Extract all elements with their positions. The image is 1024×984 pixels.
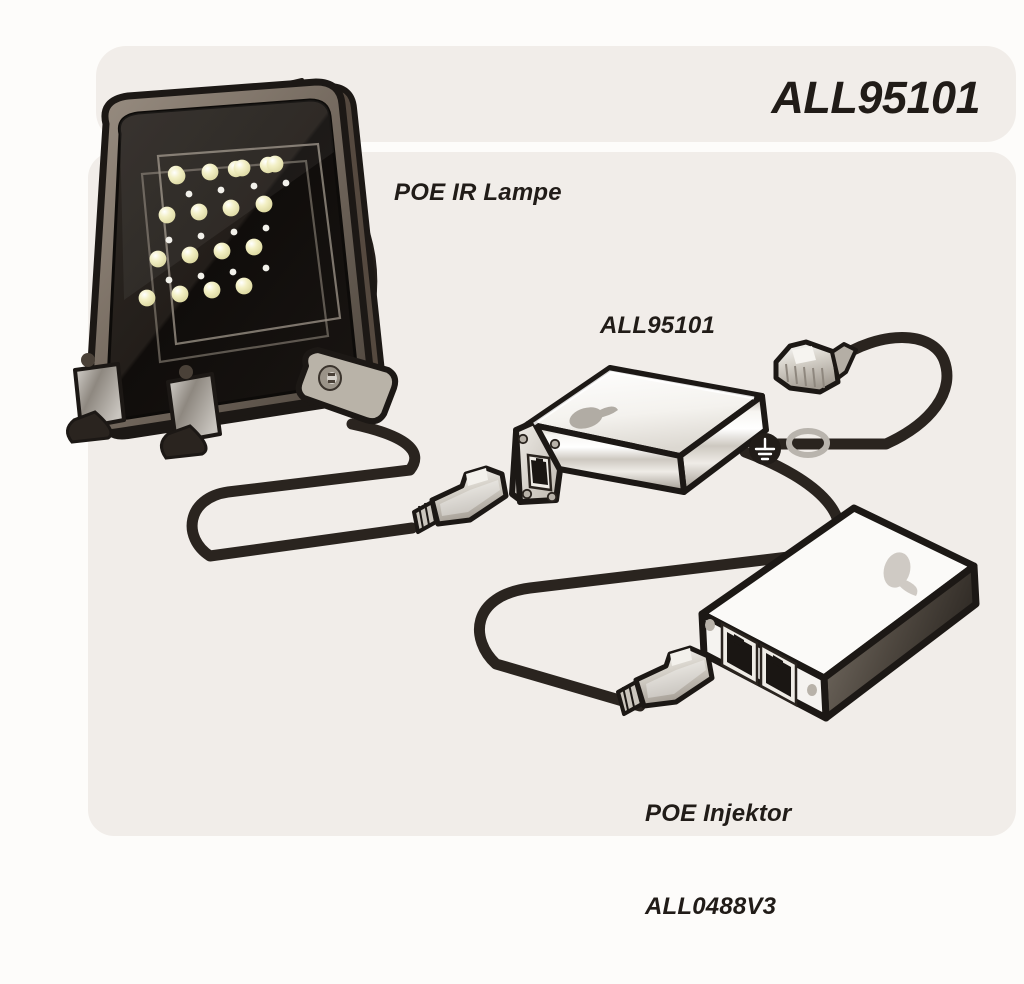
led-dot xyxy=(165,236,173,244)
led xyxy=(168,167,186,185)
rj45-plug-injector xyxy=(616,645,715,716)
led xyxy=(201,163,219,181)
led-dot xyxy=(165,276,173,284)
extender-rj45-port xyxy=(526,453,553,492)
led-dot xyxy=(262,264,270,272)
led-dot xyxy=(229,268,237,276)
page-title: ALL95101 xyxy=(771,72,980,123)
led-dot xyxy=(217,186,225,194)
injector-rj45-port-2 xyxy=(759,642,798,708)
diagram-page: ALL95101 POE IR Lampe ALL95101 POE Injek… xyxy=(66,46,1016,920)
led xyxy=(266,155,284,173)
extender-screws xyxy=(517,433,561,503)
led-dot xyxy=(185,190,193,198)
lamp-led-array xyxy=(138,155,290,307)
led-dot xyxy=(197,232,205,240)
injector-label-line2: ALL0488V3 xyxy=(645,892,777,920)
cable-ring xyxy=(786,428,830,458)
injector-rj45-port-1 xyxy=(720,621,759,687)
led-dot xyxy=(282,179,290,187)
rj45-plug-lamp xyxy=(412,465,509,534)
led-dot xyxy=(250,182,258,190)
led xyxy=(222,199,240,217)
led xyxy=(235,277,253,295)
led xyxy=(138,289,156,307)
injector-logo xyxy=(883,552,918,596)
led xyxy=(149,250,167,268)
lamp-brackets xyxy=(66,353,222,460)
led xyxy=(190,203,208,221)
led xyxy=(171,285,189,303)
poe-ir-lamp xyxy=(66,78,399,460)
led xyxy=(203,281,221,299)
cable-lamp-to-extender xyxy=(186,418,421,562)
injector-screws xyxy=(705,619,817,696)
all95101-extender xyxy=(509,365,769,505)
lamp-label: POE IR Lampe xyxy=(394,179,562,206)
led-dot xyxy=(230,228,238,236)
led-dot xyxy=(262,224,270,232)
injector-label: POE Injektor ALL0488V3 xyxy=(645,738,791,984)
wiring-diagram-illustration xyxy=(66,46,1016,836)
led xyxy=(181,246,199,264)
led-dot xyxy=(197,272,205,280)
poe-injector xyxy=(698,504,980,722)
led xyxy=(213,242,231,260)
led xyxy=(158,206,176,224)
lamp-cable-gland xyxy=(295,347,399,425)
ground-symbol xyxy=(749,433,781,465)
injector-label-line1: POE Injektor xyxy=(645,800,792,828)
led xyxy=(255,195,273,213)
extender-logo xyxy=(569,406,618,429)
led xyxy=(233,159,251,177)
led xyxy=(245,238,263,256)
rj45-plug-top xyxy=(773,339,858,395)
extender-label: ALL95101 xyxy=(600,312,715,339)
